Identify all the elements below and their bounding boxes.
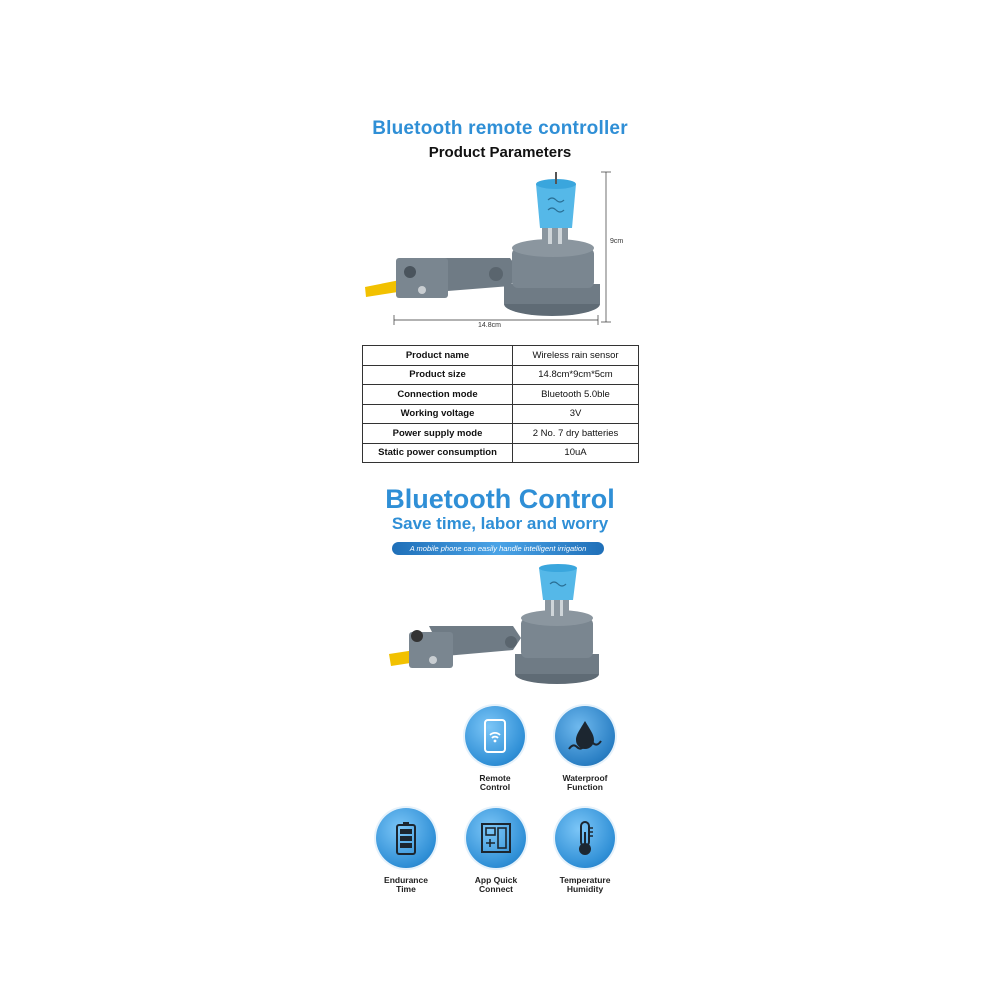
param-value: Bluetooth 5.0ble (512, 384, 639, 405)
app-connect-icon (466, 808, 526, 868)
section2-title: Bluetooth Control (385, 484, 615, 514)
section1-title: Bluetooth remote controller (372, 118, 628, 139)
feature-endurance: Endurance Time (366, 808, 446, 894)
section1-subtitle: Product Parameters (428, 144, 572, 161)
feature-temperature: Temperature Humidity (545, 808, 625, 894)
feature-label: Endurance Time (384, 875, 428, 894)
feature-waterproof: Waterproof Function (545, 706, 625, 792)
feature-app-connect: App Quick Connect (456, 808, 536, 894)
param-key: Connection mode (362, 384, 513, 405)
param-key: Static power consumption (362, 442, 513, 463)
param-value: 2 No. 7 dry batteries (512, 423, 639, 444)
param-key: Power supply mode (362, 423, 513, 444)
param-value: 10uA (512, 442, 639, 463)
banner-pill: A mobile phone can easily handle intelli… (392, 542, 604, 555)
feature-label: Temperature Humidity (559, 875, 611, 894)
section2-subtitle: Save time, labor and worry (391, 514, 609, 533)
device-image-2 (389, 564, 599, 684)
param-value: 3V (512, 403, 639, 424)
phone-wifi-icon (465, 706, 525, 766)
param-key: Product name (362, 345, 513, 366)
param-key: Product size (362, 364, 513, 385)
device-image-1 (365, 171, 611, 325)
dimension-height: 9cm (610, 238, 624, 245)
feature-label: App Quick Connect (474, 875, 518, 894)
feature-label: Remote Control (479, 773, 511, 792)
param-value: 14.8cm*9cm*5cm (512, 364, 639, 385)
dimension-width: 14.8cm (478, 322, 501, 329)
thermometer-icon (555, 808, 615, 868)
param-key: Working voltage (362, 403, 513, 424)
battery-icon (376, 808, 436, 868)
feature-remote-control: Remote Control (455, 706, 535, 792)
water-drop-icon (555, 706, 615, 766)
param-value: Wireless rain sensor (512, 345, 639, 366)
feature-label: Waterproof Function (562, 773, 608, 792)
